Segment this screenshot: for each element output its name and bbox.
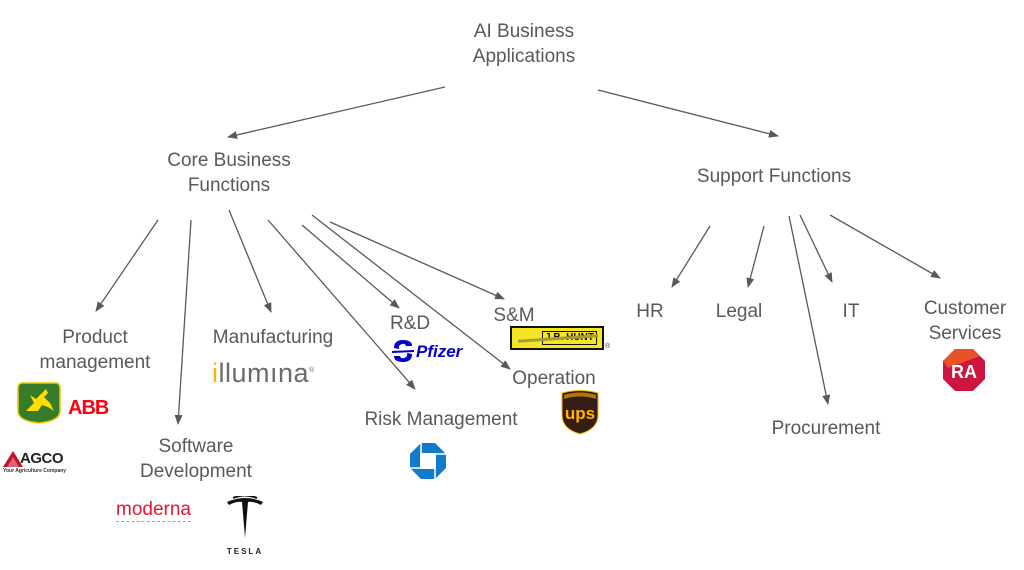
arrow-support-to-hr (671, 225, 711, 288)
core-business-functions-label: Core Business Functions (167, 150, 291, 196)
abb-logo: ABB (68, 397, 109, 419)
arrow-root-to-core (227, 86, 446, 139)
ups-logo-text: ups (565, 404, 595, 423)
rockwell-automation-logo: RA (943, 349, 985, 391)
procurement-label: Procurement (771, 418, 881, 439)
arrow-core-to-manufacturing (228, 209, 272, 313)
product-management-label: Product management (39, 327, 151, 373)
sm-label: S&M (493, 305, 535, 326)
arrow-support-to-it (799, 214, 833, 283)
illumina-logo: iilluminallumına® (212, 358, 315, 388)
arrow-core-to-sm (329, 221, 505, 300)
agco-triangle-icon (3, 451, 23, 467)
software-development-label: Software Development (140, 436, 252, 482)
customer-services-label: Customer Services (923, 298, 1007, 344)
arrow-core-to-risk (267, 219, 416, 390)
arrow-support-to-procurement (788, 215, 831, 405)
hr-label: HR (636, 301, 664, 322)
pfizer-helix-icon (392, 340, 414, 362)
operation-label: Operation (512, 368, 596, 389)
arrow-core-to-operation (311, 214, 511, 370)
support-functions-label: Support Functions (696, 166, 852, 187)
manufacturing-label: Manufacturing (212, 327, 334, 348)
arrow-support-to-customer (829, 214, 941, 279)
tesla-t-icon (227, 496, 263, 538)
arrow-core-to-software (174, 219, 192, 425)
rnd-label: R&D (389, 313, 431, 334)
arrow-core-to-rnd (301, 224, 400, 309)
chase-logo (410, 443, 446, 479)
ra-logo-text: RA (951, 362, 977, 382)
arrow-core-to-product (95, 219, 159, 312)
arrow-support-to-legal (746, 225, 765, 288)
agco-logo: AGCO Your Agriculture Company (3, 450, 67, 474)
registered-mark: ® (605, 343, 611, 350)
moderna-logo: moderna (116, 499, 191, 522)
arrow-root-to-support (597, 89, 779, 138)
tesla-logo: TESLA (220, 496, 270, 558)
root-node-label: AI Business Applications (472, 21, 576, 67)
john-deere-logo (17, 382, 61, 424)
pfizer-logo: Pfizer (390, 336, 470, 366)
risk-management-label: Risk Management (364, 409, 518, 430)
it-label: IT (842, 301, 860, 322)
ups-logo: ups (561, 390, 599, 435)
jbhunt-logo: J.B. HUNT (510, 326, 604, 350)
legal-label: Legal (715, 301, 763, 322)
